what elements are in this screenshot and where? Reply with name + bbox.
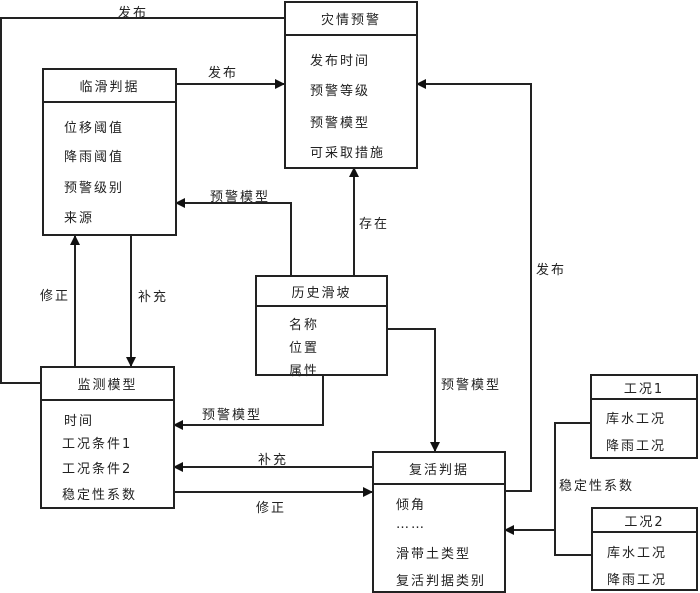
edge-history-model-monitoring (173, 375, 324, 430)
attribute: 降雨工况 (607, 573, 668, 588)
attribute: 名称 (289, 318, 320, 333)
label-publish-imminent: 发布 (208, 66, 239, 81)
edge-history-model-revival (387, 328, 440, 452)
entity-monitoring-model[interactable]: 监测模型 时间 工况条件1 工况条件2 稳定性系数 (40, 366, 175, 509)
entity-title: 监测模型 (42, 368, 173, 401)
attribute: 位移阈值 (64, 121, 125, 136)
entity-title: 工况2 (593, 509, 696, 533)
attribute: 库水工况 (606, 412, 667, 427)
entity-disaster-warning[interactable]: 灾情预警 发布时间 预警等级 预警模型 可采取措施 (284, 1, 418, 169)
attribute: 预警等级 (310, 84, 371, 99)
label-publish-top: 发布 (118, 6, 149, 21)
attribute: 复活判据类别 (396, 574, 487, 589)
attribute: 滑带土类型 (396, 547, 472, 562)
entity-revival-criteria[interactable]: 复活判据 倾角 …… 滑带土类型 复活判据类别 (372, 451, 506, 593)
entity-title: 工况1 (592, 376, 696, 400)
attribute: 稳定性系数 (62, 488, 138, 503)
attribute: …… (396, 517, 426, 532)
label-exist: 存在 (359, 217, 390, 232)
entity-condition2[interactable]: 工况2 库水工况 降雨工况 (591, 507, 698, 591)
attribute: 预警级别 (64, 181, 125, 196)
label-supplement-left: 补充 (258, 453, 289, 468)
attribute: 时间 (64, 414, 95, 429)
label-correct-up: 修正 (40, 289, 71, 304)
entity-title: 灾情预警 (286, 3, 416, 36)
label-warning-model-revival: 预警模型 (441, 378, 502, 393)
attribute: 预警模型 (310, 116, 371, 131)
label-stability-factor: 稳定性系数 (559, 479, 635, 494)
attribute: 发布时间 (310, 54, 371, 69)
label-correct-right: 修正 (256, 501, 287, 516)
entity-title: 复活判据 (374, 453, 504, 485)
attribute: 可采取措施 (310, 146, 386, 161)
entity-title: 临滑判据 (44, 70, 175, 103)
attribute: 工况条件1 (62, 437, 133, 452)
edge-monitoring-publish-warning (0, 17, 284, 384)
attribute: 工况条件2 (62, 462, 133, 477)
attribute: 降雨阈值 (64, 150, 125, 165)
label-publish-revival: 发布 (536, 263, 567, 278)
edge-revival-publish-warning (416, 79, 532, 492)
label-warning-model-imminent: 预警模型 (210, 190, 271, 205)
entity-condition1[interactable]: 工况1 库水工况 降雨工况 (590, 374, 698, 459)
entity-historical-landslide[interactable]: 历史滑坡 名称 位置 属性 (255, 275, 388, 379)
attribute: 属性 (289, 364, 320, 379)
attribute: 位置 (289, 341, 320, 356)
label-warning-model-monitoring: 预警模型 (202, 408, 263, 423)
attribute: 降雨工况 (606, 439, 667, 454)
attribute: 倾角 (396, 498, 427, 513)
attribute: 库水工况 (607, 546, 668, 561)
edge-condition1-bracket (554, 422, 591, 556)
attribute: 来源 (64, 211, 95, 226)
label-supplement-down: 补充 (138, 290, 169, 305)
edge-history-model-imminent (175, 198, 292, 275)
entity-title: 历史滑坡 (257, 277, 386, 307)
entity-imminent-criteria[interactable]: 临滑判据 位移阈值 降雨阈值 预警级别 来源 (42, 68, 177, 236)
